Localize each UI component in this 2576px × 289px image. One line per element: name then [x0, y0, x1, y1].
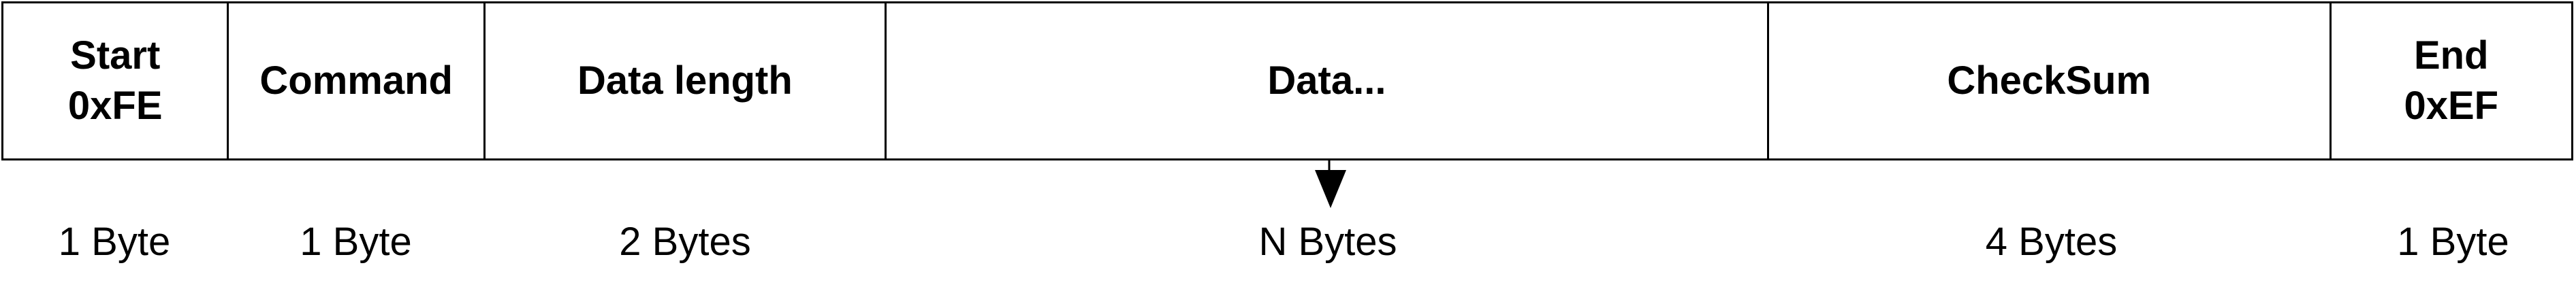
field-start: Start 0xFE	[3, 3, 229, 158]
size-start: 1 Byte	[58, 219, 171, 264]
size-command: 1 Byte	[300, 219, 412, 264]
size-data: N Bytes	[1258, 219, 1397, 264]
size-end: 1 Byte	[2397, 219, 2509, 264]
size-data-length: 2 Bytes	[619, 219, 751, 264]
size-checksum: 4 Bytes	[1985, 219, 2118, 264]
field-end: End 0xEF	[2404, 33, 2499, 128]
frame-field-row: Start 0xFE Command Data length Data... C…	[1, 1, 2573, 160]
field-command: Command	[229, 3, 486, 158]
field-checksum: CheckSum	[1769, 3, 2332, 158]
field-data-length: Data length	[486, 3, 887, 158]
data-size-arrow	[1315, 160, 1346, 208]
field-size-row: 1 Byte 1 Byte 2 Bytes N Bytes 4 Bytes 1 …	[1, 207, 2573, 275]
field-data: Data...	[887, 3, 1769, 158]
arrow-head	[1315, 170, 1346, 208]
